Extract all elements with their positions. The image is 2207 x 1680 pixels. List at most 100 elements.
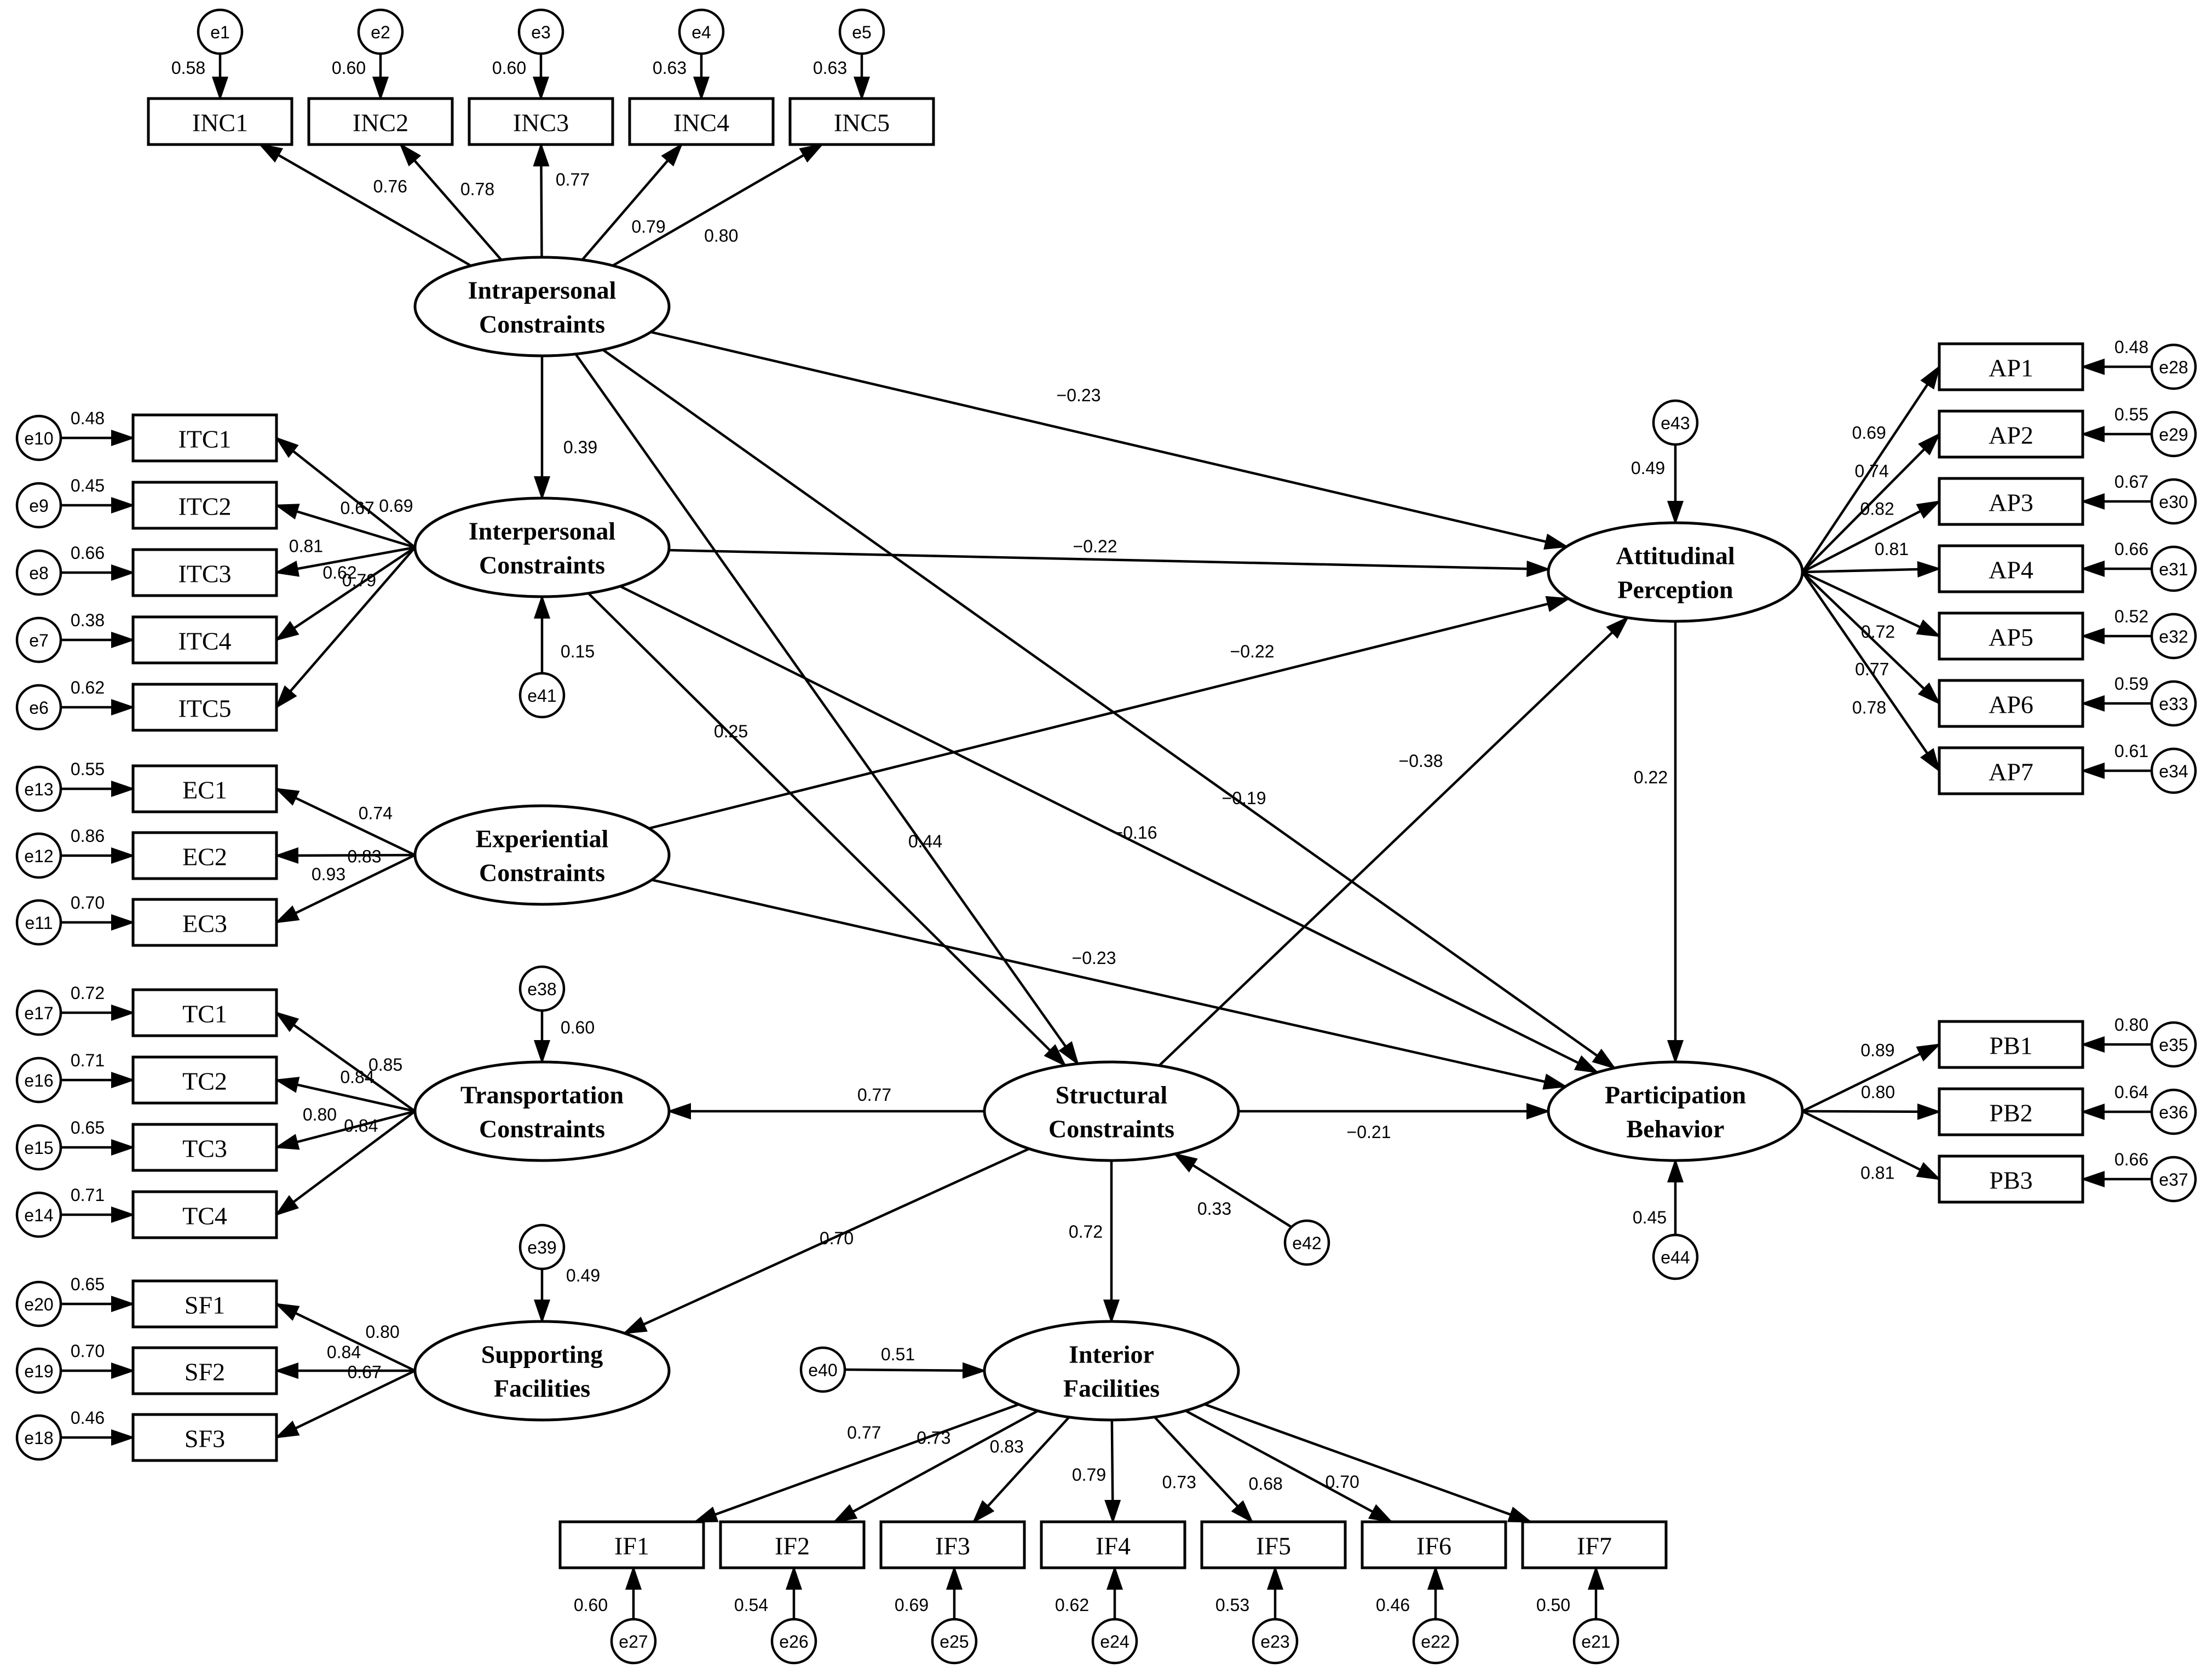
path-inter_struct: 0.25 — [714, 721, 748, 741]
indicator-AP6-box — [1938, 679, 2084, 728]
indicator-IF5-box — [1200, 1520, 1347, 1569]
indicator-IF6-box — [1361, 1520, 1507, 1569]
latent-trans-label-2: Constraints — [479, 1115, 605, 1143]
loading-ITC2: 0.67 — [341, 498, 374, 518]
error-e37: e37 — [2150, 1156, 2197, 1203]
indicator-TC4-box — [131, 1190, 278, 1239]
edge-intra_struct — [574, 353, 1079, 1066]
indicator-TC1-box — [131, 988, 278, 1037]
indicator-ITC5-label: ITC5 — [178, 695, 231, 723]
disturbance-e43: 0.49 — [1631, 458, 1665, 478]
path-inter_part: −0.16 — [1113, 823, 1157, 842]
loading-IF7: 0.70 — [1326, 1472, 1359, 1492]
error-e29-label: e29 — [2159, 425, 2188, 444]
loading-SF2: 0.84 — [327, 1342, 361, 1362]
indicator-EC1: EC1 — [131, 764, 278, 813]
indicator-EC2-box — [131, 831, 278, 880]
error-e28-circle — [2150, 343, 2197, 390]
indicator-TC1-label: TC1 — [182, 1000, 227, 1028]
error-variance-e15: 0.65 — [71, 1118, 105, 1138]
error-e26-circle — [770, 1618, 817, 1665]
loading-AP6: 0.77 — [1855, 660, 1889, 679]
error-variance-e27: 0.60 — [574, 1595, 608, 1615]
error-e30: e30 — [2150, 478, 2197, 525]
path-struct_part: −0.21 — [1347, 1122, 1391, 1142]
error-e30-circle — [2150, 478, 2197, 525]
error-e20-label: e20 — [24, 1295, 53, 1314]
disturbance-e38: 0.60 — [561, 1018, 595, 1037]
indicator-AP3-label: AP3 — [1989, 489, 2033, 517]
edge-trans-TC1 — [274, 1011, 416, 1112]
indicator-IF4-box — [1040, 1520, 1186, 1569]
error-e37-circle — [2150, 1156, 2197, 1203]
error-e1-circle — [197, 8, 244, 55]
edge-trans-TC3 — [274, 1110, 416, 1150]
error-e2-circle — [357, 8, 404, 55]
error-e12: e12 — [15, 832, 62, 879]
edge-inte-IF4 — [1104, 1419, 1121, 1524]
error-e15-circle — [15, 1124, 62, 1171]
indicator-AP7-label: AP7 — [1989, 758, 2033, 786]
error-e19: e19 — [15, 1347, 62, 1394]
latent-intra-label-1: Intrapersonal — [468, 276, 616, 304]
error-variance-e3: 0.60 — [492, 58, 526, 78]
error-e34-circle — [2150, 747, 2197, 794]
error-e27-circle — [610, 1618, 657, 1665]
path-struct_inte: 0.72 — [1069, 1222, 1103, 1242]
edge-inter_part — [619, 585, 1599, 1074]
error-e42: e42 — [1283, 1219, 1330, 1266]
error-variance-e22: 0.46 — [1376, 1595, 1410, 1615]
loading-AP4: 0.81 — [1875, 539, 1909, 559]
edge-intra_part — [602, 349, 1617, 1070]
error-variance-e26: 0.54 — [734, 1595, 768, 1615]
latent-supp-shape — [413, 1320, 671, 1422]
error-e35: e35 — [2150, 1021, 2197, 1068]
indicator-TC3-label: TC3 — [182, 1135, 227, 1163]
error-e36-circle — [2150, 1088, 2197, 1135]
error-e8-label: e8 — [29, 563, 49, 583]
error-e28-label: e28 — [2159, 357, 2188, 377]
error-e5: e5 — [838, 8, 885, 55]
error-e10-label: e10 — [24, 429, 53, 448]
error-e40-circle — [799, 1346, 846, 1393]
edge-att-AP5 — [1802, 570, 1941, 638]
error-e18-label: e18 — [24, 1428, 53, 1448]
latent-struct-label-2: Constraints — [1048, 1115, 1174, 1143]
error-e32-label: e32 — [2159, 627, 2188, 646]
error-e11-circle — [15, 899, 62, 946]
error-e12-circle — [15, 832, 62, 879]
indicator-IF5-label: IF5 — [1256, 1532, 1291, 1560]
latent-exp-label-1: Experiential — [476, 825, 609, 853]
indicator-EC3: EC3 — [131, 898, 278, 947]
indicator-IF3-box — [879, 1520, 1026, 1569]
latent-inter-label-2: Constraints — [479, 551, 605, 579]
error-e22: e22 — [1412, 1618, 1459, 1665]
indicator-SF2-label: SF2 — [185, 1358, 225, 1386]
indicator-TC3-box — [131, 1123, 278, 1172]
edge-intra-INC2 — [399, 142, 503, 261]
latent-trans-label-1: Transportation — [460, 1081, 624, 1109]
error-e21: e21 — [1572, 1618, 1620, 1665]
indicator-ITC5: ITC5 — [131, 683, 278, 732]
error-variance-e13: 0.55 — [71, 759, 105, 779]
indicator-INC1-box — [147, 97, 293, 146]
edge-inter-ITC4 — [274, 546, 416, 642]
disturbance-e39: 0.49 — [566, 1266, 600, 1285]
edge-part-PB1 — [1802, 1043, 1941, 1113]
error-e1: e1 — [197, 8, 244, 55]
edge-inte-IF7 — [1204, 1403, 1533, 1523]
error-e23-label: e23 — [1260, 1632, 1289, 1652]
error-e29: e29 — [2150, 411, 2197, 458]
indicator-PB2-label: PB2 — [1989, 1099, 2032, 1127]
error-e1-label: e1 — [210, 22, 230, 42]
indicator-IF2: IF2 — [719, 1520, 866, 1569]
indicator-PB2-box — [1938, 1087, 2084, 1136]
indicator-INC5-box — [788, 97, 935, 146]
loading-IF2: 0.73 — [917, 1428, 950, 1447]
indicator-IF4-label: IF4 — [1096, 1532, 1131, 1560]
loading-INC4: 0.79 — [631, 217, 665, 236]
